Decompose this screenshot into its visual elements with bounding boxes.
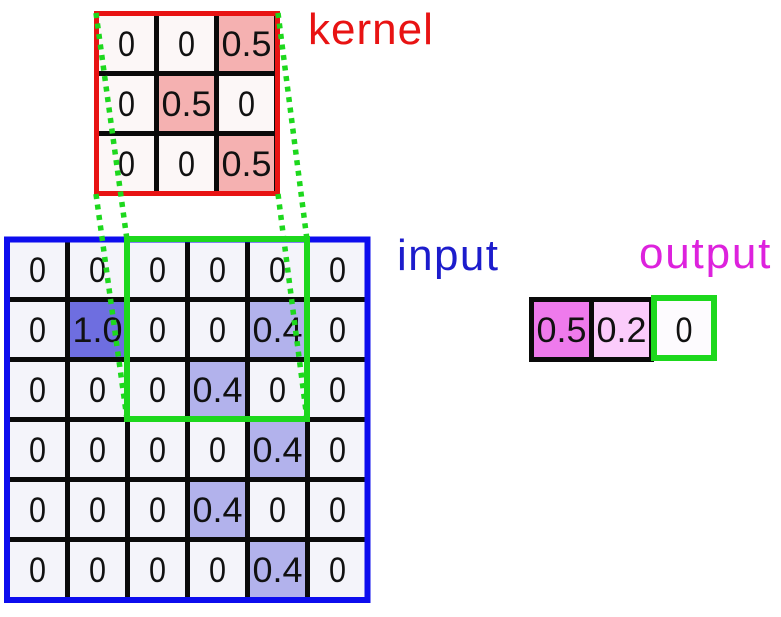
svg-text:0: 0 [29,311,46,350]
svg-text:0.2: 0.2 [597,311,647,350]
svg-text:0: 0 [89,491,106,530]
svg-text:0: 0 [29,251,46,290]
svg-text:0: 0 [329,491,346,530]
svg-text:0.4: 0.4 [193,371,243,410]
svg-text:0: 0 [149,491,166,530]
svg-text:0: 0 [178,25,195,64]
svg-text:0: 0 [209,551,226,590]
svg-text:0: 0 [118,25,135,64]
svg-text:0.4: 0.4 [193,491,243,530]
svg-text:0: 0 [329,431,346,470]
svg-text:0: 0 [676,311,693,350]
svg-text:output: output [639,229,772,278]
svg-text:0: 0 [329,311,346,350]
svg-text:0: 0 [149,551,166,590]
svg-text:0: 0 [149,371,166,410]
svg-text:0: 0 [89,551,106,590]
svg-text:0: 0 [29,491,46,530]
svg-text:0.5: 0.5 [222,145,272,184]
svg-text:0: 0 [29,371,46,410]
svg-text:0: 0 [209,311,226,350]
svg-text:0: 0 [89,431,106,470]
svg-text:0: 0 [178,145,195,184]
svg-text:0.5: 0.5 [162,85,212,124]
svg-text:0: 0 [329,371,346,410]
svg-text:0.4: 0.4 [253,311,303,350]
svg-text:0: 0 [269,371,286,410]
svg-text:0: 0 [209,431,226,470]
svg-text:0: 0 [29,551,46,590]
svg-text:0: 0 [149,431,166,470]
svg-text:0: 0 [209,251,226,290]
svg-text:0: 0 [269,251,286,290]
svg-text:0: 0 [238,85,255,124]
svg-text:kernel: kernel [308,5,434,54]
svg-text:0: 0 [118,85,135,124]
svg-text:0.4: 0.4 [253,551,303,590]
svg-text:0: 0 [149,251,166,290]
svg-text:0: 0 [149,311,166,350]
svg-text:0: 0 [89,251,106,290]
svg-text:0.4: 0.4 [253,431,303,470]
svg-text:input: input [397,231,499,280]
svg-text:0: 0 [29,431,46,470]
svg-text:0: 0 [329,251,346,290]
svg-text:0.5: 0.5 [222,25,272,64]
svg-text:0: 0 [118,145,135,184]
svg-text:0: 0 [89,371,106,410]
svg-text:0: 0 [269,491,286,530]
svg-text:0.5: 0.5 [537,311,587,350]
svg-text:0: 0 [329,551,346,590]
